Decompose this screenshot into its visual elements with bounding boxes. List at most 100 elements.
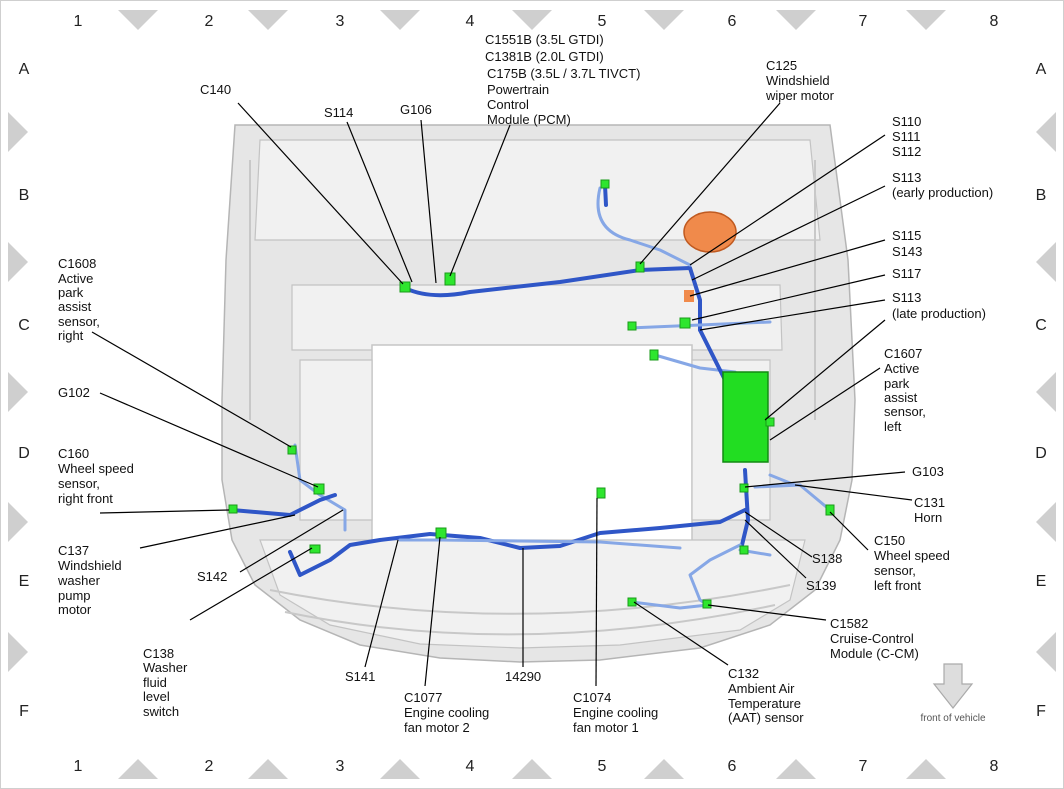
col-label: 1 [74,13,83,30]
row-label: A [1036,61,1047,78]
label-s112: S112 [892,144,921,159]
label-c131: C131 [914,495,945,510]
label-c138: switch [143,704,179,719]
label-pcm: Module (PCM) [487,112,571,127]
label-14290: 14290 [505,669,541,684]
row-label: C [1035,317,1047,334]
label-s114: S114 [324,105,353,120]
col-label: 8 [990,758,999,775]
label-c140: C140 [200,82,231,97]
label-c132: C132 [728,666,759,681]
col-label: 4 [466,758,475,775]
row-label: E [1036,573,1047,590]
col-label: 1 [74,758,83,775]
label-s113-late: S113 [892,290,921,305]
label-c1582: C1582 [830,616,868,631]
label-c125: Windshield [766,73,830,88]
label-s113-late: (late production) [892,306,986,321]
label-c1607: park [884,376,910,391]
label-c1582: Cruise-Control [830,631,914,646]
callouts: C1551B (3.5L GTDI) C1381B (2.0L GTDI) C1… [57,32,993,735]
label-s115: S115 [892,228,921,243]
control-module [722,371,769,463]
label-g102: G102 [58,385,90,400]
label-c1607: assist [884,390,918,405]
leader-lines [91,102,913,687]
label-c1074: Engine cooling [573,705,658,720]
col-label: 3 [336,758,345,775]
label-c150: C150 [874,533,905,548]
label-s141: S141 [345,669,375,684]
label-pcm: Powertrain [487,82,549,97]
col-label: 2 [205,758,214,775]
label-c138: C138 [143,646,174,661]
label-c160: Wheel speed [58,461,134,476]
col-label: 8 [990,13,999,30]
label-c138: fluid [143,675,167,690]
col-label: 4 [466,13,475,30]
grid-columns-top: 1 2 3 4 5 6 7 8 [74,13,999,30]
label-c1077: Engine cooling [404,705,489,720]
row-label: C [18,317,30,334]
label-s111: S111 [892,129,920,144]
label-c137: motor [58,602,92,617]
components [683,211,769,463]
label-g103: G103 [912,464,944,479]
front-of-vehicle-indicator: front of vehicle [920,663,986,724]
label-c1607: Active [884,361,919,376]
col-label: 7 [859,13,868,30]
label-s113-early: (early production) [892,185,993,200]
wiper-motor [683,211,737,253]
label-pcm: Control [487,97,529,112]
col-label: 2 [205,13,214,30]
label-s110: S110 [892,114,921,129]
label-c1608: C1608 [58,256,96,271]
label-c1607: left [884,419,902,434]
label-c160: right front [58,491,113,506]
label-c175b: C175B (3.5L / 3.7L TIVCT) [487,66,640,81]
label-s142: S142 [197,569,227,584]
label-s139: S139 [806,578,836,593]
label-c132: (AAT) sensor [728,710,804,725]
label-c138: Washer [143,660,188,675]
label-c160: C160 [58,446,89,461]
grid-rows-right: A B C D E F [1035,61,1047,720]
label-s117: S117 [892,266,921,281]
label-c1074: C1074 [573,690,611,705]
wiring-harness [230,183,832,610]
label-c1074: fan motor 1 [573,720,639,735]
row-label: D [18,445,30,462]
label-c131: Horn [914,510,942,525]
label-c160: sensor, [58,476,100,491]
label-c150: left front [874,578,921,593]
label-c125: wiper motor [765,88,835,103]
label-c1077: C1077 [404,690,442,705]
label-c1608: right [58,328,84,343]
row-label: B [1036,187,1047,204]
label-c1607: sensor, [884,404,926,419]
label-c1077: fan motor 2 [404,720,470,735]
label-g106: G106 [400,102,432,117]
front-of-vehicle-label: front of vehicle [920,713,985,724]
label-c1608: Active [58,271,93,286]
label-c132: Ambient Air [728,681,795,696]
row-label: D [1035,445,1047,462]
label-c150: sensor, [874,563,916,578]
label-s138: S138 [812,551,842,566]
grid-columns-bottom: 1 2 3 4 5 6 7 8 [74,758,999,775]
label-c1608: sensor, [58,314,100,329]
grid-rows-left: A B C D E F [18,61,30,720]
label-c150: Wheel speed [874,548,950,563]
label-c125: C125 [766,58,797,73]
row-label: F [1036,703,1046,720]
label-c137: pump [58,588,91,603]
col-label: 5 [598,13,607,30]
label-s143: S143 [892,244,922,259]
col-label: 3 [336,13,345,30]
label-c138: level [143,689,170,704]
row-label: E [19,573,30,590]
label-c132: Temperature [728,696,801,711]
grid-markers [8,10,1056,779]
